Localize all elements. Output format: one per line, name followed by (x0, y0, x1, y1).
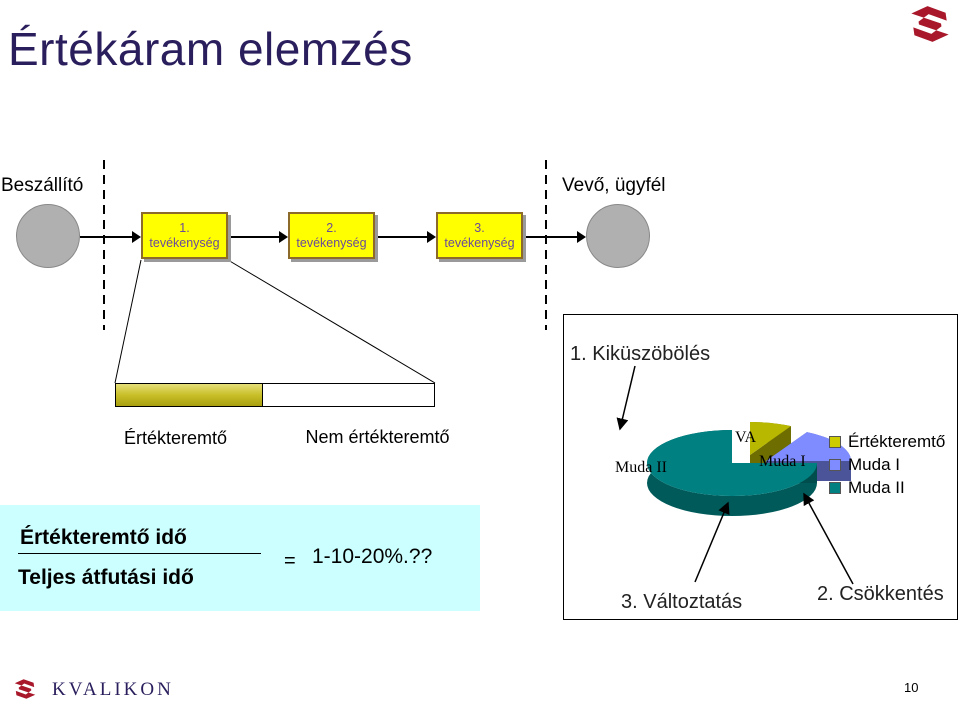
reduction-label: 2. Csökkentés (817, 583, 944, 605)
legend-swatch (829, 435, 841, 448)
legend-label: Muda I (848, 454, 900, 474)
activity-box-3: 3. tevékenység (436, 212, 523, 259)
legend-label: Muda II (848, 477, 905, 497)
activity-box-2: 2. tevékenység (288, 212, 375, 259)
flow-arrow (231, 231, 288, 243)
change-arrow (694, 501, 730, 583)
legend-entry: Értékteremtő (829, 430, 945, 453)
ratio-denominator: Teljes átfutási idő (18, 566, 194, 589)
flow-arrow (80, 231, 141, 243)
non-value-adding-label: Nem értékteremtő (305, 427, 450, 447)
activity-number: 3. (474, 220, 485, 235)
ratio-numerator: Értékteremtő idő (20, 526, 187, 549)
change-label: 3. Változtatás (621, 591, 743, 613)
lead-time-bar (115, 383, 435, 407)
kvalikon-logo-icon (911, 6, 949, 42)
flow-arrow (526, 231, 586, 243)
ratio-panel (0, 505, 480, 611)
zoom-line-right (227, 259, 436, 384)
pie-slice (750, 422, 791, 455)
chart-legend: Értékteremtő Muda I Muda II (829, 430, 945, 499)
kvalikon-logo-icon (14, 679, 36, 699)
flow-arrow (378, 231, 436, 243)
pie-slice-label: Muda II (615, 459, 667, 476)
legend-entry: Muda II (829, 476, 945, 499)
waste-chart-panel (563, 314, 958, 620)
legend-entry: Muda I (829, 453, 945, 476)
legend-swatch (829, 481, 841, 494)
zoom-line-left (114, 259, 142, 384)
value-adding-label: Értékteremtő (124, 428, 228, 448)
fraction-line (18, 553, 261, 554)
pie-slice (647, 430, 817, 496)
supplier-label: Beszállító (1, 175, 84, 196)
equals-sign: = (284, 550, 296, 572)
pie-slice-label: Muda I (759, 453, 806, 470)
ratio-value: 1-10-20%.?? (312, 545, 433, 568)
legend-swatch (829, 458, 841, 471)
page-title: Értékáram elemzés (8, 23, 413, 75)
legend-label: Értékteremtő (848, 431, 946, 451)
pie-slice-edge (750, 422, 791, 475)
pie-slice-label: VA (735, 429, 756, 446)
supplier-node (16, 204, 80, 268)
customer-label: Vevő, ügyfél (562, 175, 666, 196)
page-number: 10 (904, 680, 919, 695)
activity-label: tevékenység (296, 235, 367, 250)
elimination-label: 1. Kiküszöbölés (570, 343, 711, 365)
activity-label: tevékenység (444, 235, 515, 250)
elimination-arrow (616, 365, 636, 431)
activity-number: 2. (326, 220, 337, 235)
reduction-arrow (803, 492, 854, 585)
activity-box-1: 1. tevékenység (141, 212, 228, 259)
activity-number: 1. (179, 220, 190, 235)
brand-name: KVALIKON (52, 679, 174, 700)
value-adding-segment (116, 384, 263, 406)
customer-node (586, 204, 650, 268)
activity-label: tevékenység (149, 235, 220, 250)
